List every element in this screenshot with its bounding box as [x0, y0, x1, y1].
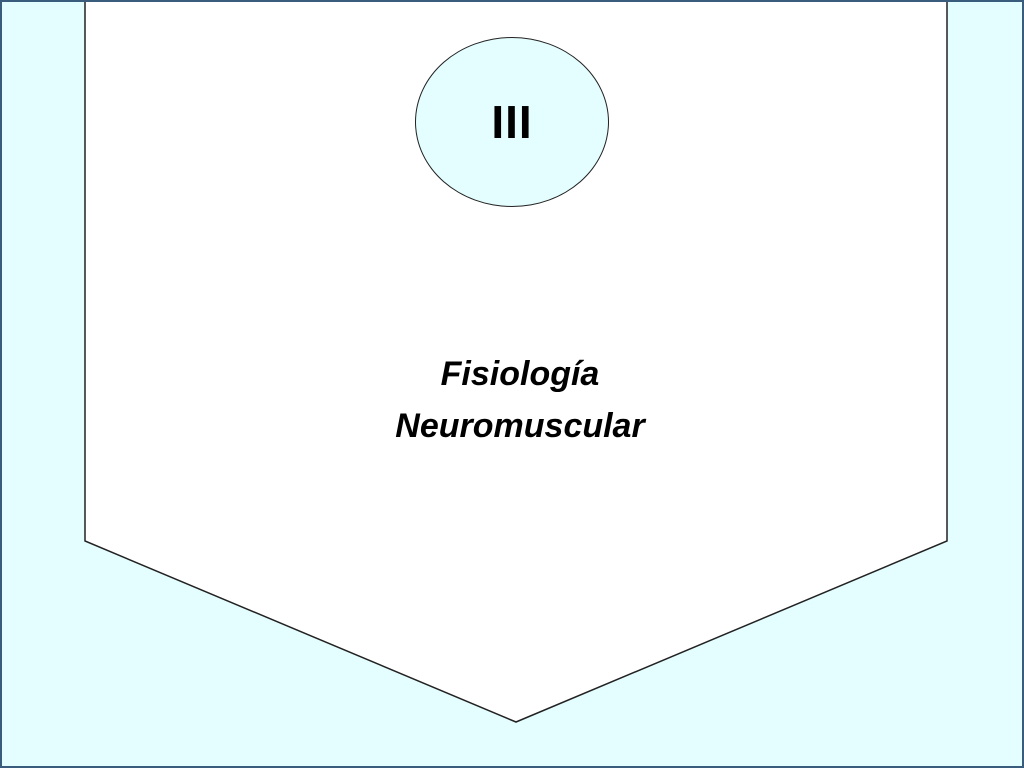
section-title: Fisiología Neuromuscular [300, 348, 740, 452]
section-title-line-2: Neuromuscular [395, 407, 645, 445]
banner-pentagon [84, 0, 948, 723]
section-number: III [491, 96, 533, 148]
section-number-circle: III [415, 37, 609, 207]
section-title-line-1: Fisiología [440, 355, 600, 393]
